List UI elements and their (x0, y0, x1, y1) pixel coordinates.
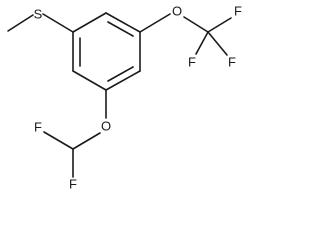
trifluoromethoxy-group: O F F F (139, 3, 242, 69)
chemical-structure-diagram: S O F F F O F F (7, 3, 242, 191)
fluorine-lower-atom-label: F (69, 176, 77, 191)
fluorine-left-atom-label: F (34, 119, 42, 134)
methylthio-group: S (7, 6, 74, 33)
sulfur-atom-label: S (34, 6, 43, 21)
ring-double-bond-bottom (107, 66, 134, 82)
fluorine-bottom-atom-label: F (188, 54, 196, 69)
oxygen-top-atom-label: O (172, 3, 182, 18)
bond-ring-to-sulfur (42, 13, 74, 33)
bond-ring-to-oxygen-top (139, 13, 171, 33)
bond-oxygen-to-chf2-carbon (72, 132, 101, 150)
ring-bond-bottom-left (72, 70, 107, 91)
ring-bond-bottom-right (105, 70, 141, 91)
bond-carbon-to-fluorine-right (207, 31, 228, 56)
bond-carbon-to-fluorine-bottom (195, 31, 209, 55)
benzene-ring (72, 12, 141, 91)
bond-carbon-to-fluorine-top (207, 17, 232, 33)
bond-sulfur-to-methyl (7, 14, 34, 32)
ring-double-bond-top (107, 21, 134, 37)
ring-bond-top-left (72, 12, 107, 33)
ring-bond-top-right (105, 12, 141, 33)
bond-oxygen-to-cf3-carbon (183, 16, 209, 33)
fluorine-right-atom-label: F (228, 54, 236, 69)
oxygen-bottom-atom-label: O (101, 118, 111, 133)
fluorine-top-atom-label: F (234, 3, 242, 18)
difluoromethoxy-group: O F F (34, 89, 111, 191)
bond-carbon-to-fluorine-left (43, 131, 74, 150)
